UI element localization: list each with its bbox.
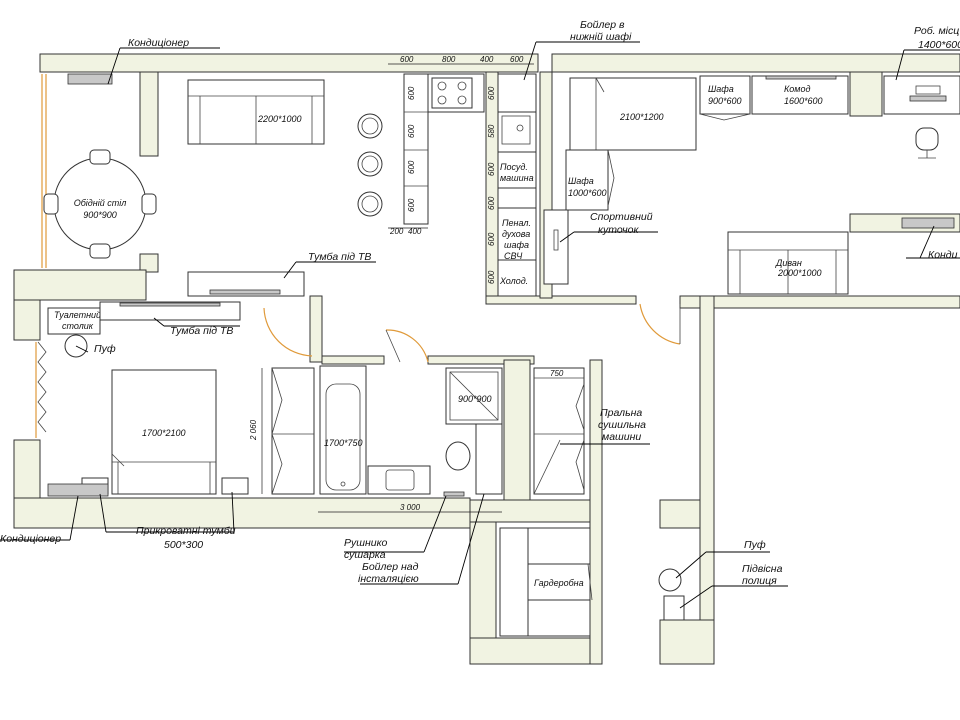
ac-top-label: Кондиціонер <box>128 37 189 49</box>
dresser-label-1: Комод <box>784 84 810 94</box>
kdim-right-1: 600 <box>487 86 496 100</box>
pencil-label-2: духова <box>502 229 530 239</box>
dishwasher-label-1: Посуд. <box>500 162 528 172</box>
windows <box>35 74 47 438</box>
bath-height-dim: 2 060 <box>249 419 258 441</box>
ac-unit-top <box>67 73 113 85</box>
hallway: Пуф Підвісна полиця <box>658 539 788 621</box>
dishwasher-label-2: машина <box>500 173 534 183</box>
kdim-top-3: 400 <box>480 55 494 64</box>
kdim-right-4: 600 <box>487 196 496 210</box>
kdim-top-4: 600 <box>510 55 524 64</box>
kitchen: 600 800 400 600 600 600 600 600 200 400 … <box>388 19 640 297</box>
ac-right-label: Конди <box>928 249 958 261</box>
bath-width-dim: 3 000 <box>400 503 421 512</box>
wardrobe-room-label: Гардеробна <box>534 578 584 588</box>
laundry-width-dim: 750 <box>550 369 564 378</box>
nightstands-label-1: Прикроватні тумби <box>136 525 236 537</box>
laundry: 750 Пральна сушильна машини <box>533 367 650 495</box>
laundry-label-1: Пральна <box>600 407 642 419</box>
boiler-lower-label-1: Бойлер в <box>580 19 625 31</box>
kdim-left-4: 600 <box>407 198 416 212</box>
shower-label: 900*900 <box>458 394 492 404</box>
main-bedroom: Туалетний столик Тумба під ТВ Пуф 1700*2… <box>0 301 249 551</box>
sport-label-2: куточок <box>598 224 639 236</box>
nightstands-label-2: 500*300 <box>164 539 203 551</box>
pencil-label-3: шафа <box>504 240 529 250</box>
kdim-top-2: 800 <box>442 55 456 64</box>
walls <box>13 53 960 665</box>
hanging-shelf-label-2: полиця <box>742 575 777 587</box>
kdim-bot-2: 400 <box>408 227 422 236</box>
dining-label-1: Обідній стіл <box>74 198 127 208</box>
wardrobe-side-label-1: Шафа <box>568 176 594 186</box>
bed-main-label: 1700*2100 <box>142 428 186 438</box>
ac-left-label: Кондиціонер <box>0 533 61 545</box>
dresser-label-2: 1600*600 <box>784 96 823 106</box>
workplace-label-1: Роб. місц <box>914 25 959 37</box>
vanity-label-2: столик <box>62 321 94 331</box>
boiler-lower-label-2: нижній шафі <box>570 31 632 43</box>
vanity-label-1: Туалетний <box>54 310 101 320</box>
wardrobe-room: Гардеробна <box>499 527 593 637</box>
ac-top-leader <box>107 47 121 85</box>
wardrobe-small-label-2: 900*600 <box>708 96 742 106</box>
second-bedroom: 2100*1200 Шафа 900*600 Комод 1600*600 Ша… <box>543 25 960 295</box>
pencil-label-1: Пенал. <box>502 218 531 228</box>
kdim-top-1: 600 <box>400 55 414 64</box>
sofa-second-label-1: Диван <box>775 258 802 268</box>
kdim-right-6: 600 <box>487 270 496 284</box>
doors <box>263 303 681 363</box>
sofa-second-label-2: 2000*1000 <box>777 268 822 278</box>
bed-second-label: 2100*1200 <box>619 112 664 122</box>
kdim-left-3: 600 <box>407 160 416 174</box>
dining-table: Обідній стіл 900*900 <box>43 149 157 259</box>
kdim-left-2: 600 <box>407 124 416 138</box>
hanging-shelf-label-1: Підвісна <box>742 563 783 575</box>
kdim-bot-1: 200 <box>389 227 404 236</box>
workplace-label-2: 1400*600 <box>918 39 960 51</box>
towel-dryer-label-1: Рушнико <box>344 537 388 549</box>
towel-dryer-label-2: сушарка <box>344 549 386 561</box>
kdim-right-5: 600 <box>487 232 496 246</box>
boiler-install-label-1: Бойлер над <box>362 561 419 573</box>
sofa-living-label: 2200*1000 <box>257 114 302 124</box>
living-sofa: 2200*1000 <box>187 79 325 145</box>
pencil-label-4: СВЧ <box>504 251 523 261</box>
tv-stand-living-label: Тумба під ТВ <box>308 251 371 263</box>
dining-label-2: 900*900 <box>83 210 117 220</box>
pouf-hall-label: Пуф <box>744 539 766 551</box>
bathroom: 2 060 1700*750 900*900 3 000 Рушнико суш… <box>249 365 503 585</box>
tv-stand-bedroom-label: Тумба під ТВ <box>170 325 233 337</box>
laundry-label-3: машини <box>602 431 641 443</box>
boiler-install-label-2: інсталяцією <box>358 573 419 585</box>
bathtub-label: 1700*750 <box>324 438 363 448</box>
wardrobe-side-label-2: 1000*600 <box>568 188 607 198</box>
sport-label-1: Спортивний <box>590 211 653 223</box>
pouf-bedroom-label: Пуф <box>94 343 116 355</box>
fridge-label: Холод. <box>499 276 528 286</box>
kdim-right-2: 580 <box>487 124 496 138</box>
wardrobe-small-label-1: Шафа <box>708 84 734 94</box>
laundry-label-2: сушильна <box>598 419 646 431</box>
kdim-left-1: 600 <box>407 86 416 100</box>
kdim-right-3: 600 <box>487 162 496 176</box>
bar-stools <box>357 113 383 217</box>
